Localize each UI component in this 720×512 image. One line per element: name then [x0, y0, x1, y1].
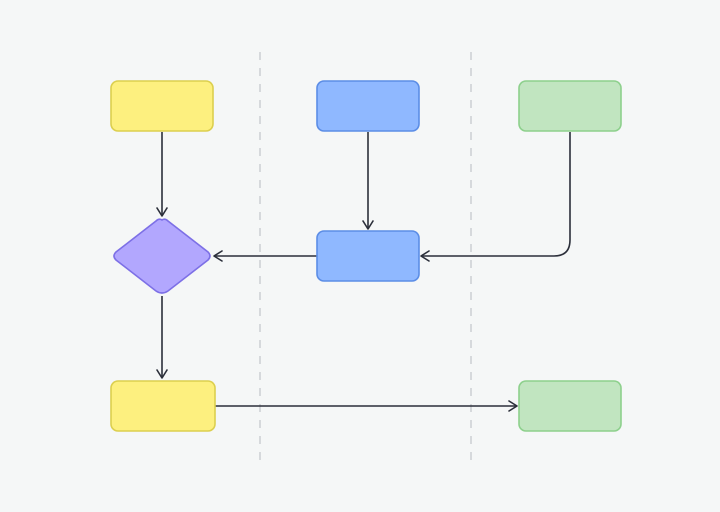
node-n4-shape[interactable] [113, 218, 211, 294]
node-n7-shape[interactable] [518, 380, 622, 432]
node-n6-shape[interactable] [110, 380, 216, 432]
node-n4-diamond[interactable] [113, 218, 211, 294]
node-n1-shape[interactable] [110, 80, 214, 132]
node-n7-rect[interactable] [518, 380, 622, 432]
node-n3-rect[interactable] [518, 80, 622, 132]
node-n5-shape[interactable] [316, 230, 420, 282]
node-n1-rect[interactable] [110, 80, 214, 132]
node-n2-shape[interactable] [316, 80, 420, 132]
node-n3-shape[interactable] [518, 80, 622, 132]
node-n6-rect[interactable] [110, 380, 216, 432]
node-n5-rect[interactable] [316, 230, 420, 282]
edge-n3-to-n5[interactable] [420, 132, 571, 262]
node-n2-rect[interactable] [316, 80, 420, 132]
